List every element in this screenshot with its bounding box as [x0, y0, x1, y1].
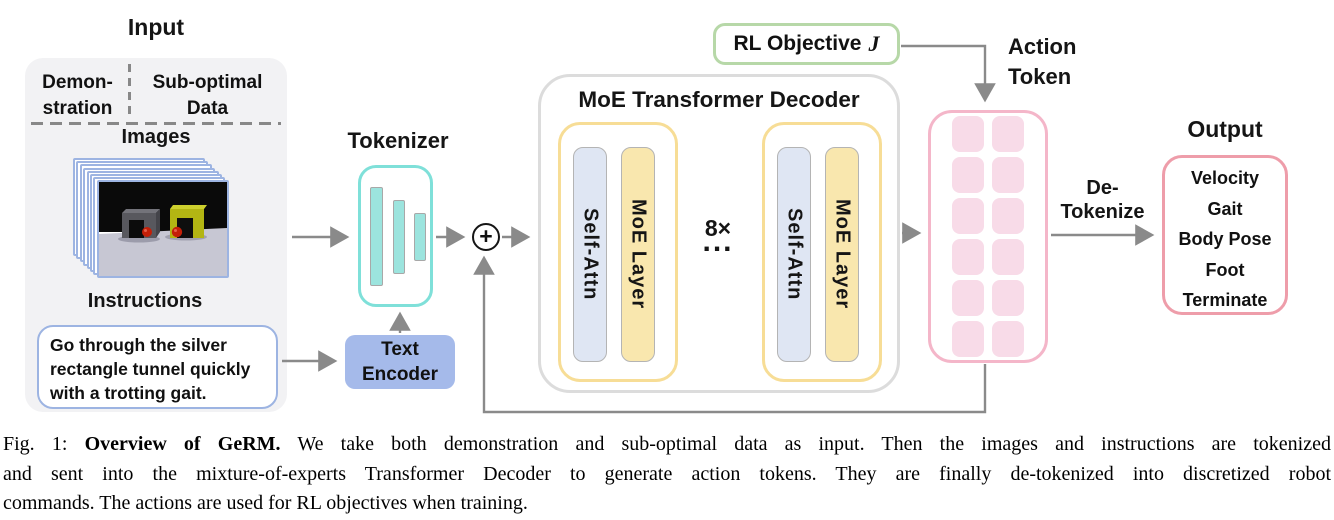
tokenizer-box — [358, 165, 433, 307]
moe-block-2: Self-Attn MoE Layer — [762, 122, 882, 382]
rl-objective-box: RL Objective J — [713, 23, 900, 65]
repeat-8x-label: 8× — [704, 215, 732, 241]
action-token-line2: Token — [1008, 64, 1072, 89]
output-item-velocity: Velocity — [1190, 168, 1260, 188]
vertical-dashed-divider — [128, 64, 131, 116]
image-frame-front — [96, 180, 229, 279]
action-token-cell — [952, 239, 984, 275]
detokenize-line2: Tokenize — [1060, 201, 1145, 223]
moe-layer-label: MoE Layer — [831, 199, 854, 310]
text-encoder-line2: Encoder — [361, 364, 439, 385]
arrow-rl-to-action — [901, 44, 996, 103]
action-token-cell — [992, 198, 1024, 234]
suboptimal-line1: Sub-optimal — [152, 72, 263, 93]
caption-line1: Fig. 1: Overview of GeRM. We take both d… — [3, 430, 1331, 460]
instruction-text-box: Go through the silver rectangle tunnel q… — [37, 325, 278, 409]
action-token-cell — [952, 321, 984, 357]
token-bar — [370, 187, 383, 286]
action-token-label: Action Token — [1008, 32, 1118, 92]
caption-fig-number: Fig. 1: — [3, 433, 85, 455]
tokenizer-title: Tokenizer — [347, 128, 449, 153]
instruction-line2: rectangle tunnel quickly — [50, 359, 251, 379]
figure-caption: Fig. 1: Overview of GeRM. We take both d… — [3, 430, 1331, 519]
simulation-scene-image — [98, 182, 227, 277]
output-item-gait: Gait — [1207, 198, 1243, 219]
action-token-cell — [992, 280, 1024, 316]
detokenize-label: De- Tokenize — [1050, 176, 1155, 224]
caption-line1-text: We take both demonstration and sub-optim… — [280, 433, 1331, 455]
output-item-foot: Foot — [1205, 259, 1245, 280]
demonstration-line1: Demon- — [42, 72, 113, 93]
image-stack — [73, 158, 235, 284]
output-box: Velocity Gait Body Pose Foot Terminate — [1162, 155, 1288, 315]
self-attn-label: Self-Attn — [579, 208, 602, 301]
token-bar — [393, 200, 405, 274]
self-attn-pill: Self-Attn — [777, 147, 811, 362]
instruction-line3: with a trotting gait. — [50, 383, 207, 403]
demonstration-label: Demon- stration — [30, 70, 125, 122]
moe-layer-label: MoE Layer — [627, 199, 650, 310]
self-attn-pill: Self-Attn — [573, 147, 607, 362]
moe-decoder-title: MoE Transformer Decoder — [578, 87, 860, 112]
detokenize-line1: De- — [1086, 177, 1119, 199]
caption-line2: and sent into the mixture-of-experts Tra… — [3, 462, 1331, 485]
moe-layer-pill: MoE Layer — [825, 147, 859, 362]
action-token-cell — [952, 280, 984, 316]
action-token-cell — [992, 157, 1024, 193]
action-token-cell — [952, 198, 984, 234]
token-bar — [414, 213, 426, 261]
ellipsis-dots: ... — [702, 225, 734, 258]
self-attn-label: Self-Attn — [783, 208, 806, 301]
instruction-line1: Go through the silver — [50, 335, 227, 355]
horizontal-dashed-divider — [31, 122, 281, 125]
text-encoder-line1: Text — [381, 339, 419, 360]
action-token-line1: Action — [1008, 34, 1077, 59]
add-circle-icon: + — [472, 223, 500, 251]
output-item-body-pose: Body Pose — [1178, 229, 1272, 249]
caption-line3: commands. The actions are used for RL ob… — [3, 492, 528, 514]
moe-block-1: Self-Attn MoE Layer — [558, 122, 678, 382]
demonstration-line2: stration — [42, 98, 113, 119]
plus-sign: + — [479, 222, 493, 249]
text-encoder-box: Text Encoder — [345, 335, 455, 389]
images-label: Images — [121, 126, 191, 148]
instructions-label: Instructions — [87, 290, 203, 312]
action-token-cell — [952, 116, 984, 152]
output-title: Output — [1187, 116, 1263, 142]
output-item-terminate: Terminate — [1182, 290, 1268, 310]
action-token-box — [928, 110, 1048, 363]
moe-layer-pill: MoE Layer — [621, 147, 655, 362]
action-token-cell — [952, 157, 984, 193]
input-title: Input — [127, 14, 185, 40]
suboptimal-line2: Data — [186, 98, 229, 119]
action-token-cell — [992, 321, 1024, 357]
action-token-cell — [992, 239, 1024, 275]
suboptimal-data-label: Sub-optimal Data — [140, 70, 275, 122]
caption-bold-title: Overview of GeRM. — [84, 433, 281, 455]
action-token-cell — [992, 116, 1024, 152]
rl-objective-label: RL Objective — [733, 32, 862, 55]
rl-objective-symbol: J — [868, 31, 880, 56]
